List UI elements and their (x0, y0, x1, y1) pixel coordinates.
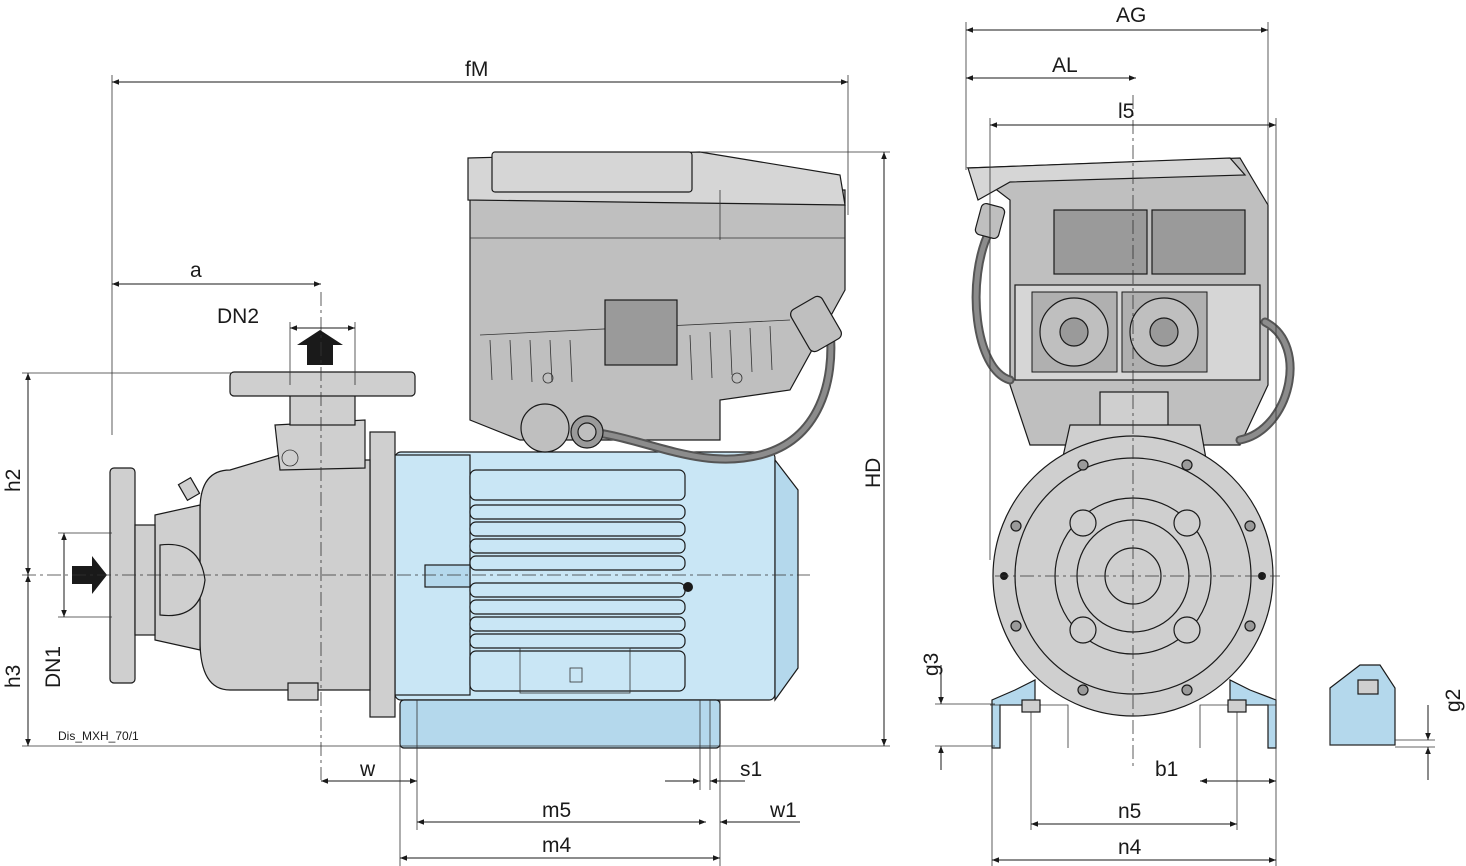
dim-label-m5: m5 (542, 799, 571, 822)
motor-base-plate (399, 699, 721, 749)
front-panel-right (1151, 209, 1246, 275)
front-panel-left (1053, 209, 1148, 275)
front-view: AG AL l5 g3 g2 b1 n5 n4 (920, 4, 1465, 866)
side-view: fM a DN2 h2 h3 DN1 HD w s1 m5 w1 m4 Dis_… (2, 58, 890, 866)
dim-label-s1: s1 (740, 758, 762, 781)
suction-flange (109, 467, 136, 684)
drain-plug (287, 682, 319, 701)
suction-flow-arrow (72, 556, 107, 594)
motor-cooling-ribs (469, 469, 686, 692)
dim-label-l5: l5 (1118, 100, 1134, 123)
dim-label-HD: HD (862, 458, 885, 488)
discharge-stub (289, 394, 356, 426)
front-dimensions (935, 22, 1435, 866)
motor-shaft-end (683, 582, 693, 592)
discharge-flange (229, 371, 416, 397)
suction-port (159, 543, 206, 617)
cable-gland (520, 295, 842, 453)
dim-label-h3: h3 (2, 665, 25, 688)
dim-label-n4: n4 (1118, 836, 1142, 859)
shaft-coupling (424, 564, 471, 588)
vent-plug (177, 476, 201, 502)
dim-label-AG: AG (1116, 4, 1146, 27)
foot-bolt-right (1227, 699, 1247, 713)
pump-casing (199, 454, 371, 691)
cooling-fan-right (1121, 291, 1208, 373)
dim-label-w: w (359, 758, 376, 781)
dim-label-DN1: DN1 (42, 646, 65, 688)
dim-label-DN2: DN2 (217, 305, 259, 328)
drawing-id-label: Dis_MXH_70/1 (58, 729, 139, 743)
front-drive-top (967, 157, 1247, 201)
suction-spacer (134, 524, 156, 636)
pump-motor-flange (369, 431, 396, 718)
dim-label-m4: m4 (542, 834, 571, 857)
terminal-plate (519, 647, 631, 694)
front-foot-left (991, 679, 1036, 749)
drive-vents (479, 299, 791, 384)
dim-label-h2: h2 (2, 469, 25, 492)
dim-label-AL: AL (1052, 54, 1078, 77)
dim-label-n5: n5 (1118, 800, 1141, 823)
dim-label-g3: g3 (920, 653, 943, 676)
discharge-neck (274, 419, 366, 471)
motor-fan-cover (774, 458, 799, 702)
foot-bolt-left (1021, 699, 1041, 713)
dim-label-g2: g2 (1442, 689, 1465, 712)
terminal-screw (569, 667, 583, 683)
drive-display-window (604, 299, 678, 366)
foot-detail (1329, 664, 1396, 746)
dim-label-fM: fM (465, 58, 488, 81)
dim-label-b1: b1 (1155, 758, 1178, 781)
dim-label-w1: w1 (769, 799, 797, 822)
discharge-flow-arrow (297, 330, 343, 365)
dim-label-a: a (190, 259, 202, 282)
cooling-fan-left (1031, 291, 1118, 373)
front-flange-bolts (1000, 459, 1266, 696)
drive-cover-lid (491, 151, 693, 193)
side-dimensions (22, 75, 890, 866)
